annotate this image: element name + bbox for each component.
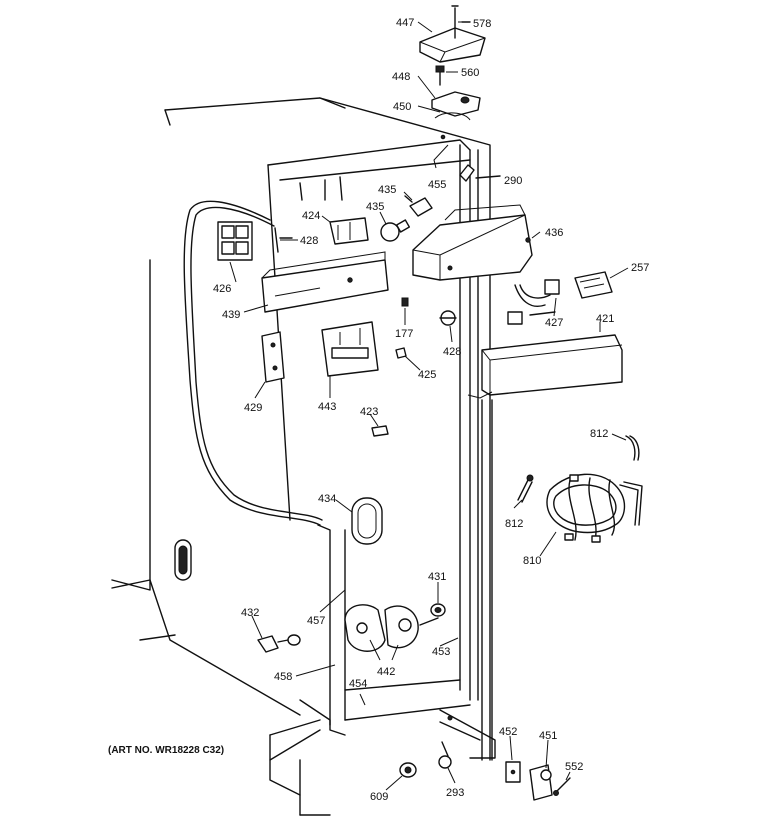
label-421: 421: [596, 313, 614, 325]
label-457: 457: [307, 615, 325, 627]
mount-448: [431, 65, 481, 121]
part-293: [438, 741, 452, 769]
screw-552: [553, 777, 571, 796]
label-426: 426: [213, 283, 231, 295]
label-429: 429: [244, 402, 262, 414]
label-452: 452: [499, 726, 517, 738]
leader-lines: [229, 21, 629, 791]
label-552: 552: [565, 761, 583, 773]
part-423: [371, 425, 389, 437]
label-560: 560: [461, 67, 479, 79]
label-609: 609: [370, 791, 388, 803]
label-454: 454: [349, 678, 367, 690]
label-451: 451: [539, 730, 557, 742]
bulb-435: [380, 219, 411, 242]
label-257: 257: [631, 262, 649, 274]
knob-432: [257, 634, 301, 653]
label-290: 290: [504, 175, 522, 187]
damper-442: [344, 604, 439, 652]
harness-427: [507, 279, 560, 325]
label-455: 455: [428, 179, 446, 191]
label-427: 427: [545, 317, 563, 329]
label-428: 428: [443, 346, 461, 358]
thermostat-428: [439, 310, 457, 326]
housing-421: [467, 334, 623, 399]
part-609: [399, 762, 417, 778]
label-434: 434: [318, 493, 336, 505]
label-453: 453: [432, 646, 450, 658]
label-177: 177: [395, 328, 413, 340]
label-435-socket: 435: [378, 184, 396, 196]
label-431: 431: [428, 571, 446, 583]
part-177: [401, 297, 409, 307]
defrost-heater-810: [546, 473, 643, 543]
label-428-top: 428: [300, 235, 318, 247]
label-443: 443: [318, 401, 336, 413]
label-458: 458: [274, 671, 292, 683]
label-436: 436: [545, 227, 563, 239]
evap-cover-436: [412, 204, 533, 281]
part-290: [459, 164, 501, 182]
label-812-upper: 812: [590, 428, 608, 440]
part-labels: 447 578 448 560 450 290 455 435 435 436 …: [213, 17, 649, 803]
label-447: 447: [396, 17, 414, 29]
label-578: 578: [473, 18, 491, 30]
label-432: 432: [241, 607, 259, 619]
tube-812-upper: [625, 435, 640, 461]
switch-424: [329, 217, 369, 245]
part-428-top: [274, 227, 293, 253]
label-448: 448: [392, 71, 410, 83]
tubing-harness: [183, 200, 323, 526]
label-810: 810: [523, 555, 541, 567]
label-293: 293: [446, 787, 464, 799]
control-426: [217, 221, 253, 261]
cabinet-outline: [111, 97, 496, 816]
bracket-451: [529, 764, 553, 801]
timer-257: [574, 271, 613, 299]
side-vent: [174, 539, 192, 581]
bracket-443: [321, 321, 379, 377]
label-442: 442: [377, 666, 395, 678]
top-cover-447: [419, 27, 486, 63]
vent-434: [351, 497, 383, 545]
part-425: [395, 347, 407, 359]
label-423: 423: [360, 406, 378, 418]
label-450: 450: [393, 101, 411, 113]
lamp-socket-435: [404, 195, 433, 217]
label-435-bulb: 435: [366, 201, 384, 213]
knob-431: [430, 603, 446, 617]
label-425: 425: [418, 369, 436, 381]
label-812-lower: 812: [505, 518, 523, 530]
bracket-429: [261, 331, 285, 383]
art-number: (ART NO. WR18228 C32): [108, 745, 224, 756]
label-439: 439: [222, 309, 240, 321]
channel-439: [261, 251, 389, 313]
tube-812-lower: [517, 474, 534, 503]
label-424: 424: [302, 210, 320, 222]
plate-452: [505, 761, 521, 783]
